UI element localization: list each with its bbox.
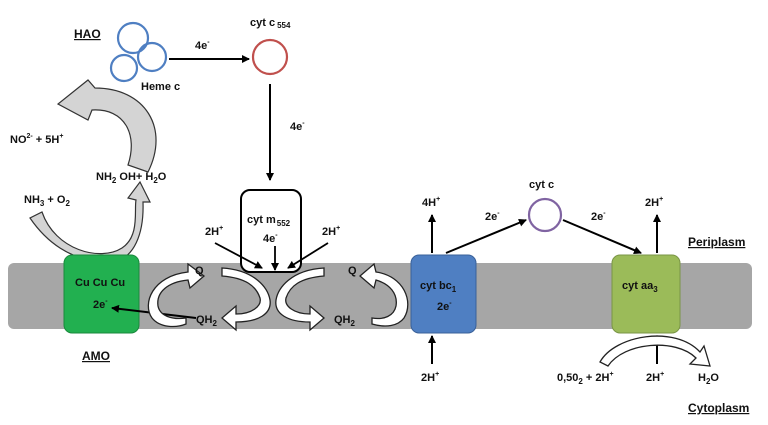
o2-reactants-label: 0,502 + 2H+ [557, 371, 614, 386]
cyt-aa3-label: cyt aa3 [622, 280, 658, 294]
heme-c-label: Heme c [141, 81, 180, 93]
q-left-label: Q [195, 265, 204, 277]
amo-complex [63, 254, 140, 334]
cytoplasm-label: Cytoplasm [688, 401, 749, 415]
qh2-left-label: QH2 [196, 314, 218, 328]
cyt-m552-label: cyt m552 [247, 214, 291, 228]
m552-2h-left-label: 2H+ [205, 225, 223, 238]
aa3-2h-top-label: 2H+ [645, 196, 663, 209]
hao-reaction-arrow [56, 79, 157, 173]
amo-2e-label: 2e- [93, 298, 108, 311]
nh2oh-h2o-label: NH2 OH+ H2O [96, 171, 167, 185]
bc1-4h-label: 4H+ [422, 196, 440, 209]
electron-arrow-bc1-cytc [445, 218, 527, 254]
bc1-2e-label: 2e- [437, 300, 452, 313]
q-cycle-right-icon [359, 262, 409, 327]
e4-top-label: 4e- [195, 39, 210, 52]
amo-cu-label: Cu Cu Cu [75, 277, 125, 289]
m552-2h-right-label: 2H+ [322, 225, 340, 238]
periplasm-label: Periplasm [688, 235, 745, 249]
hao-label: HAO [74, 27, 101, 41]
cyt-bc1-complex [410, 254, 477, 334]
qh2-right-label: QH2 [334, 314, 356, 328]
bc1-2h-bottom-label: 2H+ [421, 371, 439, 384]
cyt-m552-complex [240, 189, 302, 273]
q-right-label: Q [348, 265, 357, 277]
e2-right-label: 2e- [591, 210, 606, 223]
aa3-2h-bottom-label: 2H+ [646, 371, 664, 384]
q-cycle-center-icon [221, 267, 325, 332]
cyt-c554-circle [251, 38, 289, 76]
cyt-aa3-complex [611, 254, 681, 334]
proton-arrow-left-m552 [214, 242, 263, 269]
e4-vertical-label: 4e- [290, 120, 305, 133]
hao-heme-icon [109, 21, 168, 83]
cyt-bc1-label: cyt bc1 [420, 280, 457, 294]
oxygen-reduction-arrow [599, 335, 711, 367]
amo-label: AMO [82, 349, 110, 363]
e2-left-label: 2e- [485, 210, 500, 223]
m552-4e-label: 4e- [263, 232, 278, 245]
cyt-c-circle [527, 197, 563, 233]
proton-arrow-right-m552 [287, 242, 329, 269]
q-cycle-left-icon [147, 262, 206, 328]
h2o-product-label: H2O [698, 372, 719, 386]
no2-products-label: NO2- + 5H+ [10, 133, 63, 146]
electron-arrow-cytc-aa3 [562, 219, 642, 254]
nh3-o2-label: NH3 + O2 [24, 194, 70, 208]
cyt-c-label: cyt c [529, 179, 554, 191]
